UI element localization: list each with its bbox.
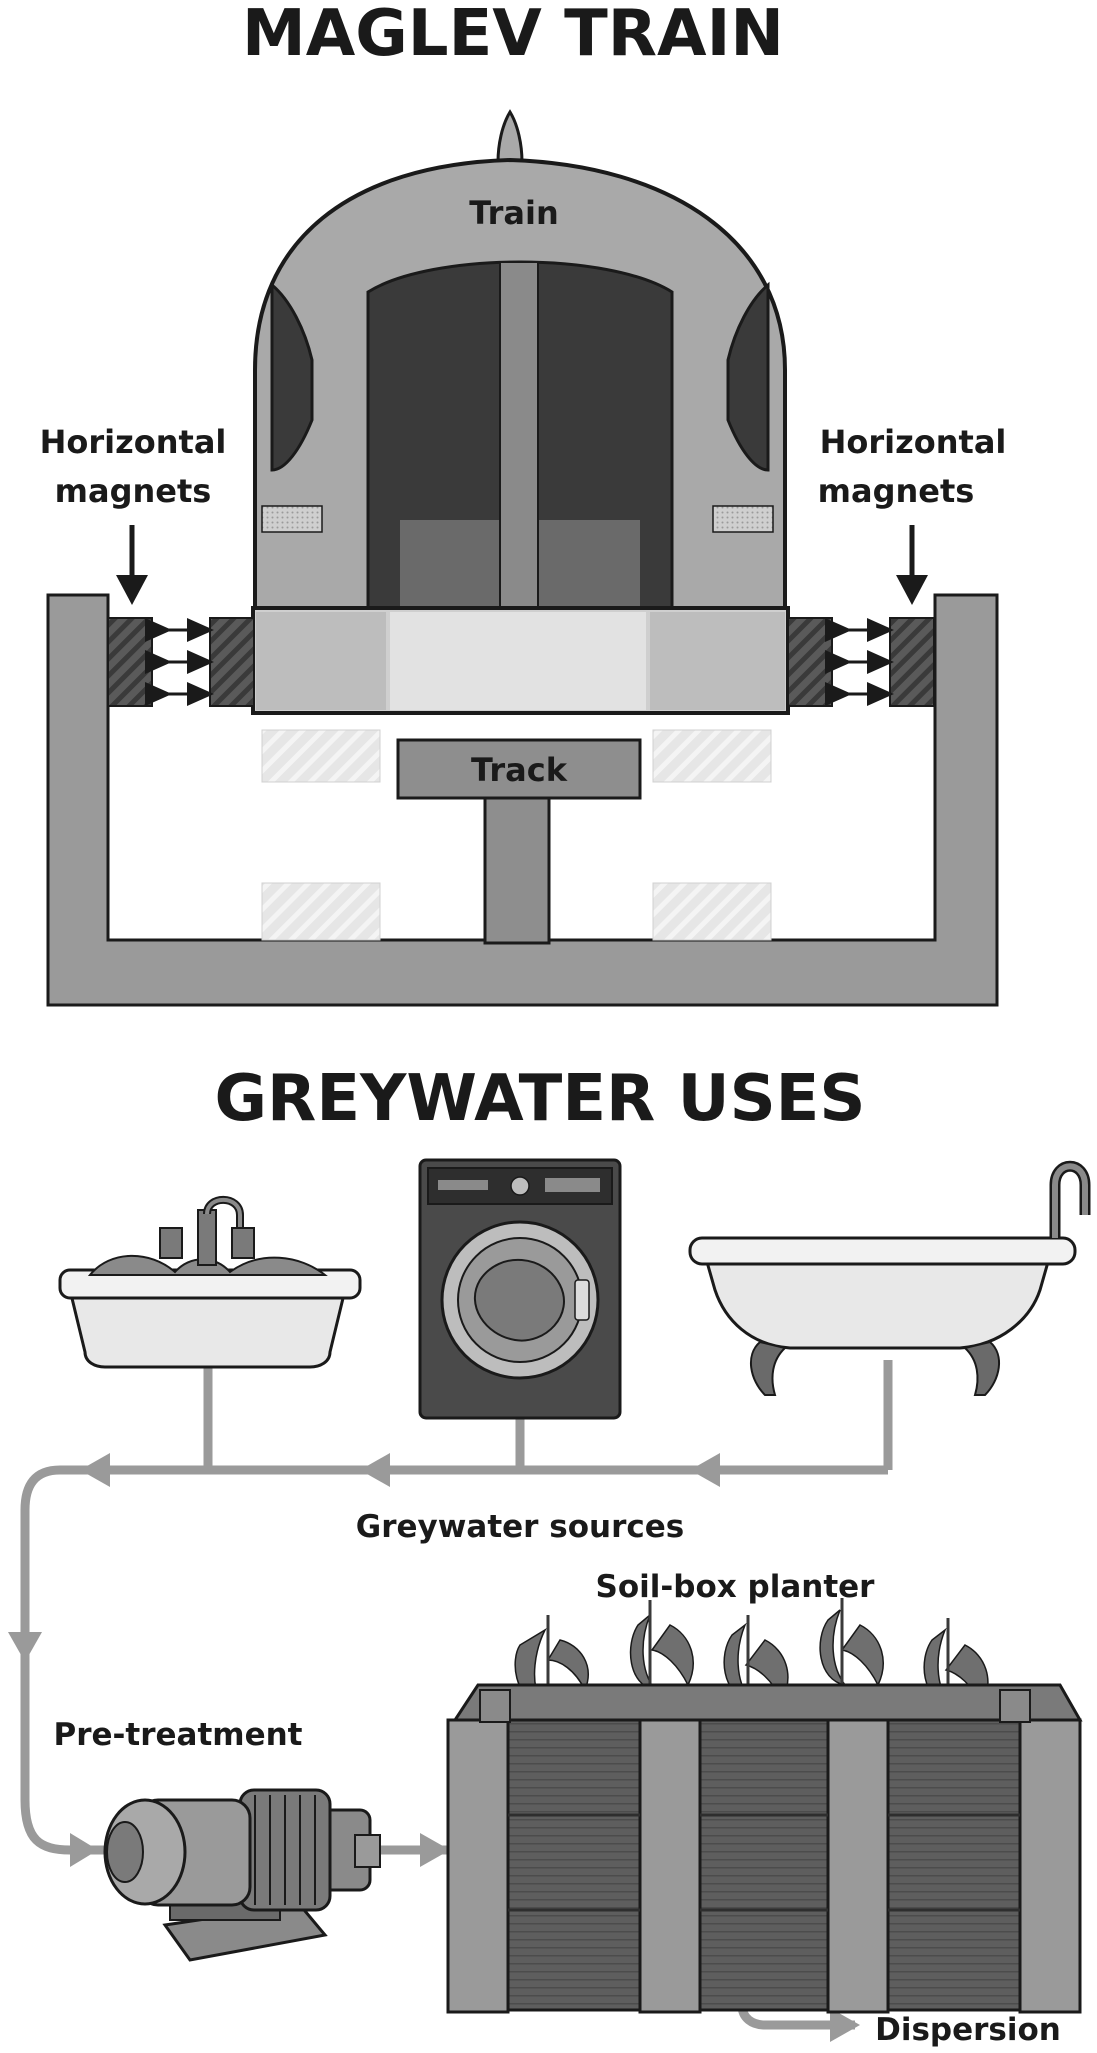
train-antenna	[498, 112, 522, 162]
undercarriage-shade	[256, 612, 386, 710]
left-magnet-label-line1: Horizontal	[40, 423, 227, 461]
right-magnet-label-line1: Horizontal	[820, 423, 1007, 461]
pretreatment-pump	[105, 1790, 380, 1960]
lower-magnet	[653, 883, 771, 940]
side-panel	[262, 506, 322, 532]
right-magnet-pointer-arrow	[896, 525, 928, 605]
greywater-sources-label: Greywater sources	[356, 1509, 684, 1545]
greywater-title: GREYWATER USES	[215, 1062, 866, 1136]
train-magnet-right	[788, 618, 832, 706]
magnetic-force-arrows-right	[840, 630, 882, 694]
train-magnet-left	[210, 618, 254, 706]
sink	[60, 1200, 360, 1367]
soil-box-planter-label: Soil-box planter	[596, 1569, 876, 1605]
lower-magnet	[262, 730, 380, 782]
left-magnet-label-line2: magnets	[55, 472, 212, 510]
pre-treatment-label: Pre-treatment	[54, 1717, 303, 1753]
train-label: Train	[469, 194, 558, 232]
undercarriage-shade	[650, 612, 785, 710]
side-panel	[713, 506, 773, 532]
lower-magnet	[262, 883, 380, 940]
left-magnet-pointer-arrow	[116, 525, 148, 605]
window-pillar	[500, 262, 538, 612]
soil-box-planter	[448, 1598, 1080, 2012]
guideway-magnet-right	[890, 618, 934, 706]
washing-machine	[420, 1160, 620, 1418]
right-magnet-label-line2: magnets	[818, 472, 975, 510]
guideway-magnet-left	[108, 618, 152, 706]
dispersion-label: Dispersion	[875, 2012, 1061, 2048]
track-label: Track	[471, 751, 568, 789]
maglev-title: MAGLEV TRAIN	[242, 0, 784, 71]
undercarriage-highlight	[390, 612, 646, 710]
magnetic-force-arrows-left	[160, 630, 202, 694]
lower-magnet	[653, 730, 771, 782]
